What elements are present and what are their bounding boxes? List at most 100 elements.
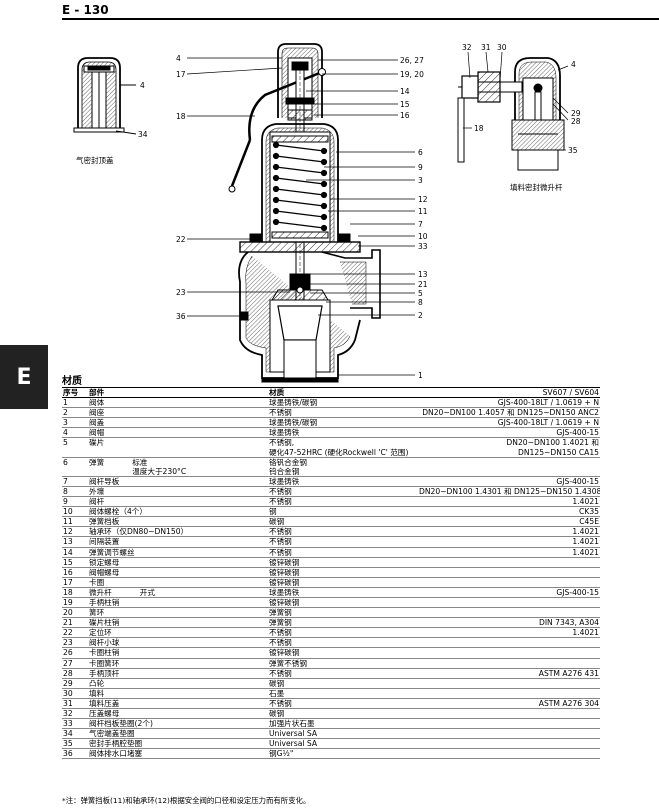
part-name: 外壕 — [89, 486, 105, 496]
material-name: 不锈钢 — [269, 537, 292, 547]
table-header-row: 序号 部件 材质 SV607 / SV604 — [62, 386, 600, 399]
lift-label-30: 30 — [497, 43, 507, 52]
row-number: 13 — [63, 537, 73, 547]
cell-standard: DN20~DN100 1.4301 和 DN125~DN150 1.4308 — [418, 486, 600, 498]
part-name: 锁定螺母 — [89, 557, 120, 567]
part-name: 阀盖 — [89, 418, 105, 428]
cap-caption: 气密封顶盖 — [76, 155, 114, 165]
cell-standard — [418, 708, 600, 720]
section-tab: E — [0, 345, 48, 409]
material-name: 钢G½" — [269, 749, 294, 759]
part-name: 碟片 — [89, 438, 105, 448]
cell-material: 不锈钢 — [268, 496, 418, 508]
header-no: 序号 — [62, 386, 88, 399]
material-name: 碳钢 — [269, 678, 285, 688]
cell-part: 压盖螺母 — [88, 708, 268, 720]
material-standard: 1.4021 — [572, 547, 599, 557]
materials-title: 材质 — [62, 376, 82, 387]
label-9: 9 — [418, 163, 423, 172]
lift-labels: 32 31 30 4 29 28 18 35 — [462, 43, 581, 155]
part-name: 填料 — [89, 688, 105, 698]
cell-standard — [418, 738, 600, 750]
material-standard: GJS-400-15 — [556, 428, 599, 438]
material-name: 铬钒合金钢 — [269, 457, 307, 467]
cell-no: 32 — [62, 708, 88, 720]
material-name: 球墨铸铁 — [269, 476, 300, 486]
label-14: 14 — [400, 87, 410, 96]
label-13: 13 — [418, 270, 428, 279]
part-name: 阀帽 — [89, 428, 105, 438]
material-name: 碳钢 — [269, 517, 285, 527]
lift-caption: 填料密封微升杆 — [510, 182, 563, 192]
cell-no: 23 — [62, 637, 88, 649]
cell-material: 镀锌碳钢 — [268, 597, 418, 609]
cell-material: 球墨铸铁/碳钢 — [268, 417, 418, 429]
cell-standard — [418, 688, 600, 699]
cell-material: 镀锌碳钢 — [268, 557, 418, 568]
cell-no: 1 — [62, 397, 88, 409]
row-number: 3 — [63, 418, 68, 428]
cell-material: 镀锌碳钢 — [268, 577, 418, 588]
cell-standard — [418, 658, 600, 669]
cell-no: 3 — [62, 417, 88, 429]
material-standard: DN20~DN100 1.4021 和 — [506, 438, 599, 448]
cell-no: 22 — [62, 627, 88, 639]
cell-standard: CK35 — [418, 506, 600, 518]
label-3: 3 — [418, 176, 423, 185]
cell-standard: ASTM A276 431 — [418, 668, 600, 679]
part-name: 卡圈簧环 — [89, 658, 120, 668]
cell-part: 阀帽螺母 — [88, 567, 268, 578]
cell-no: 13 — [62, 536, 88, 548]
material-standard: 1.4021 — [572, 628, 599, 638]
cell-material: 石墨 — [268, 688, 418, 699]
cell-part: 卡圈 — [88, 577, 268, 588]
cell-part: 阀体排水口堵塞 — [88, 748, 268, 760]
part-name: 填料压盖 — [89, 698, 120, 708]
row-number: 28 — [63, 668, 73, 678]
cell-standard: GJS-400-15 — [418, 427, 600, 439]
label-26-27: 26, 27 — [400, 56, 424, 65]
label-10: 10 — [418, 232, 428, 241]
cell-part: 锁定螺母 — [88, 557, 268, 568]
label-7: 7 — [418, 220, 423, 229]
cell-standard: C45E — [418, 516, 600, 528]
part-name: 阀座 — [89, 408, 105, 418]
lift-label-35: 35 — [568, 146, 578, 155]
part-variant: 温度大于230°C — [132, 466, 187, 476]
lift-label-31: 31 — [481, 43, 491, 52]
label-17: 17 — [176, 70, 186, 79]
cap-detail-drawing — [73, 57, 137, 135]
row-number: 8 — [63, 486, 68, 496]
header-rule — [62, 18, 659, 20]
row-number: 27 — [63, 658, 73, 668]
cell-part: 阀杆档板垫圈(2个) — [88, 718, 268, 730]
cell-material: 不锈钢 — [268, 627, 418, 639]
label-6: 6 — [418, 148, 423, 157]
label-16: 16 — [400, 111, 410, 120]
lift-label-18: 18 — [474, 124, 484, 133]
material-standard: GJS-400-18LT / 1.0619 + N — [497, 418, 599, 428]
material-standard: CK35 — [579, 507, 599, 517]
cell-no: 34 — [62, 728, 88, 740]
table-row: 3 阀盖 球墨铸铁/碳钢 GJS-400-18LT / 1.0619 + N — [62, 417, 600, 429]
part-name: 阀体 — [89, 398, 105, 408]
material-name: 钢 — [269, 507, 277, 517]
row-number: 4 — [63, 428, 68, 438]
cell-part: 手柄顶杆 — [88, 668, 268, 679]
cell-material: 碳钢 — [268, 678, 418, 689]
row-number: 36 — [63, 749, 73, 759]
label-15: 15 — [400, 100, 410, 109]
